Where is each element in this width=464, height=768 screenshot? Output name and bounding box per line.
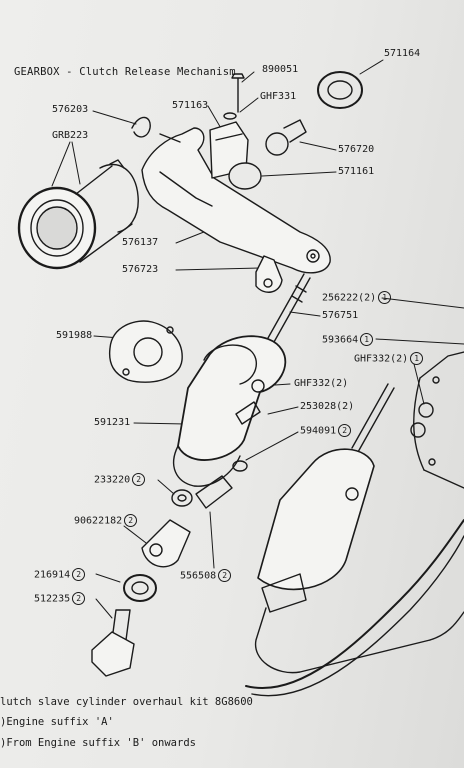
ring-drawing: [317, 71, 363, 109]
note-2-marker: 2: [72, 568, 86, 581]
part-label-576137: 576137: [122, 237, 159, 248]
note-1-marker: 1: [378, 291, 392, 304]
banjo-bolt-drawing: [91, 609, 135, 677]
footnote-engine-suffix-b: )From Engine suffix 'B' onwards: [0, 737, 196, 749]
part-label-576751: 576751: [322, 310, 359, 321]
note-2-marker: 2: [132, 473, 146, 486]
part-label-GHF332-alt-text: GHF332(2): [354, 353, 409, 365]
note-2-marker: 2: [338, 424, 352, 437]
part-label-253028: 253028(2): [300, 401, 355, 412]
part-label-576203: 576203: [52, 104, 89, 115]
note-2-marker: 2: [72, 592, 86, 605]
part-label-571161: 571161: [338, 166, 375, 177]
part-label-GHF332-alt: GHF332(2)1: [354, 352, 424, 366]
part-label-256222: 256222(2)1: [322, 291, 392, 305]
part-label-556508-text: 556508: [180, 570, 217, 582]
pivot-bracket-drawing: [209, 73, 307, 190]
washer-216914-drawing: [123, 574, 157, 602]
footnote-overhaul-kit: lutch slave cylinder overhaul kit 8G8600: [0, 696, 253, 708]
footnote-engine-suffix-a: )Engine suffix 'A': [0, 716, 114, 728]
spring-clip-drawing: [131, 116, 151, 138]
slave-cylinder-drawing: [173, 335, 287, 487]
part-label-591231: 591231: [94, 417, 131, 428]
gasket-drawing: [108, 320, 183, 383]
part-label-571163: 571163: [172, 100, 209, 111]
note-1-marker: 1: [410, 352, 424, 365]
part-label-890051: 890051: [262, 64, 299, 75]
part-label-594091-text: 594091: [300, 425, 337, 437]
release-bearing-drawing: [17, 159, 139, 270]
part-label-512235-text: 512235: [34, 593, 71, 605]
part-label-576720: 576720: [338, 144, 375, 155]
clutch-hose-drawing: [245, 519, 464, 689]
washer-233220-drawing: [171, 489, 193, 507]
mounting-bracket-drawing: [410, 351, 464, 489]
release-fork-drawing: [141, 127, 331, 274]
part-label-GHF332: GHF332(2): [294, 378, 349, 389]
alt-slave-cylinder-drawing: [254, 383, 464, 674]
part-label-GHF331: GHF331: [260, 91, 297, 102]
part-label-593664-text: 593664: [322, 334, 359, 346]
note-2-marker: 2: [124, 514, 138, 527]
part-label-256222-text: 256222(2): [322, 292, 377, 304]
part-label-90622182-text: 90622182: [74, 515, 123, 527]
push-rod-drawing: [267, 273, 311, 343]
small-washer-drawing: [232, 460, 248, 472]
part-label-591988: 591988: [56, 330, 93, 341]
note-2-marker: 2: [218, 569, 232, 582]
page-title: GEARBOX - Clutch Release Mechanism: [14, 66, 236, 78]
banjo-union-drawing: [141, 519, 191, 568]
part-label-233220-text: 233220: [94, 474, 131, 486]
clevis-drawing: [255, 255, 283, 293]
note-1-marker: 1: [360, 333, 374, 346]
part-label-571164: 571164: [384, 48, 421, 59]
part-label-216914-text: 216914: [34, 569, 71, 581]
clutch-hose-outline-drawing: [251, 535, 464, 697]
part-label-GRB223: GRB223: [52, 130, 89, 141]
part-label-576723: 576723: [122, 264, 159, 275]
hose-fitting-drawing: [195, 475, 233, 509]
